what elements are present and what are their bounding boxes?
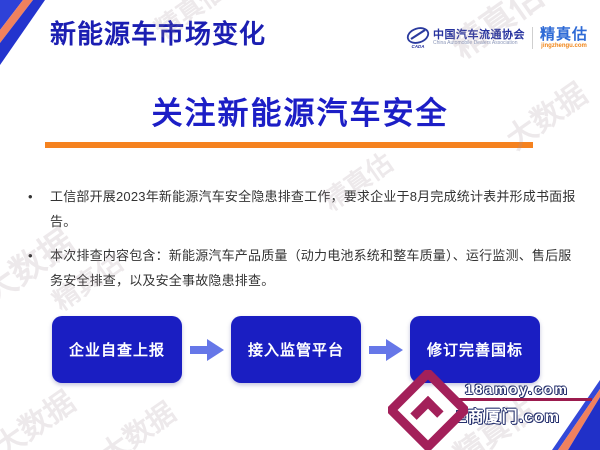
logo-group: CADA 中国汽车流通协会 China Automobile Dealers A… — [406, 26, 588, 50]
brand-url: jingzhengu.com — [541, 43, 587, 50]
arrow-right-icon — [182, 338, 231, 362]
cada-logo-icon: CADA — [406, 27, 430, 50]
bullet-text: 本次排查内容包含：新能源汽车产品质量（动力电池系统和整车质量）、运行监测、售后服… — [50, 248, 572, 288]
faint-watermark: 大数据 — [0, 385, 82, 450]
bullet-item: • 工信部开展2023年新能源汽车安全隐患排查工作，要求企业于8月完成统计表并形… — [28, 184, 578, 234]
page-title: 新能源车市场变化 — [50, 19, 267, 49]
slide-title: 关注新能源汽车安全 — [151, 96, 449, 131]
flow-step-label: 接入监管平台 — [247, 342, 344, 359]
flow-step-self-report: 企业自查上报 — [52, 316, 182, 383]
site-watermark-logo-icon — [384, 366, 472, 450]
logo-divider — [531, 27, 533, 50]
faint-watermark: 大数据 — [94, 396, 182, 450]
site-watermark-name: E商厦门.com — [456, 409, 561, 426]
brand-name: 精真估 — [539, 26, 588, 43]
flow-step-label: 企业自查上报 — [68, 342, 165, 359]
cada-label: CADA — [411, 43, 425, 49]
bullet-item: • 本次排查内容包含：新能源汽车产品质量（动力电池系统和整车质量）、运行监测、售… — [28, 243, 578, 293]
title-underline — [45, 142, 533, 148]
bullet-icon: • — [28, 189, 33, 204]
bullet-list: • 工信部开展2023年新能源汽车安全隐患排查工作，要求企业于8月完成统计表并形… — [28, 184, 578, 302]
brand-block: 精真估 jingzhengu.com — [540, 26, 588, 50]
org-name-cn: 中国汽车流通协会 — [432, 29, 525, 42]
flow-step-label: 修订完善国标 — [426, 342, 523, 359]
bullet-icon: • — [28, 248, 33, 263]
cada-org-block: CADA 中国汽车流通协会 China Automobile Dealers A… — [406, 27, 525, 50]
site-watermark-url: 18amoy.com — [465, 381, 569, 397]
site-watermark-divider — [452, 398, 592, 401]
org-name-en: China Automobile Dealers Association — [432, 40, 518, 47]
arrow-right-icon — [361, 338, 410, 362]
bullet-text: 工信部开展2023年新能源汽车安全隐患排查工作，要求企业于8月完成统计表并形成书… — [50, 189, 576, 229]
flow-step-platform: 接入监管平台 — [231, 316, 361, 383]
